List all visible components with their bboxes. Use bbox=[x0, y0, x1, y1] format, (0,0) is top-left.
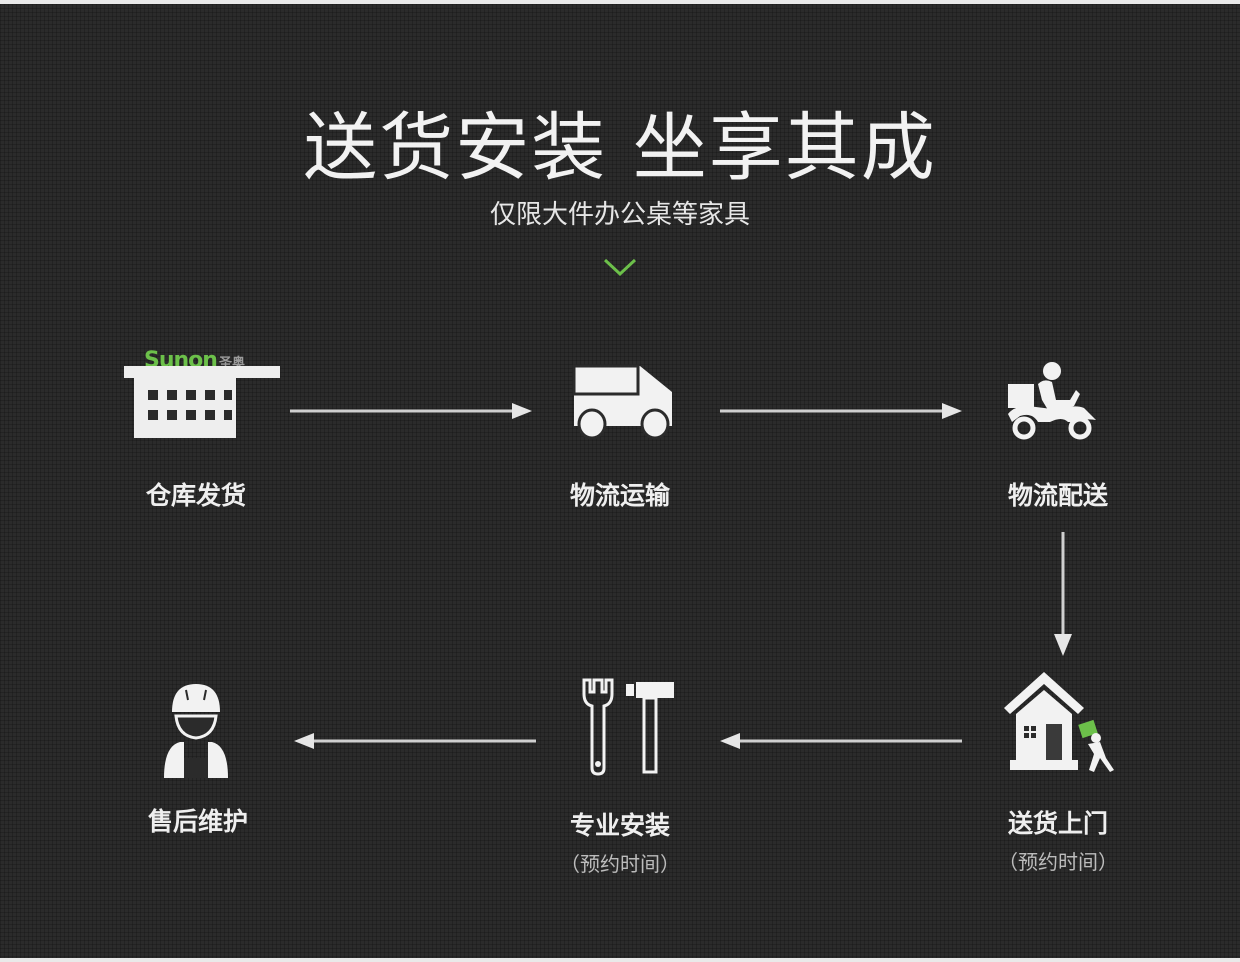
step-label: 送货上门 bbox=[1007, 809, 1108, 838]
step-label: 物流运输 bbox=[569, 481, 670, 510]
step-label: 物流配送 bbox=[1007, 481, 1108, 510]
arrow-right-icon bbox=[290, 403, 532, 419]
warehouse-icon bbox=[124, 366, 280, 438]
step-professional-installation: 专业安装 （预约时间） bbox=[520, 806, 720, 877]
arrow-left-icon bbox=[720, 733, 962, 749]
home-delivery-icon bbox=[1004, 672, 1114, 772]
step-label: 售后维护 bbox=[147, 807, 248, 836]
step-after-sales: 售后维护 bbox=[98, 802, 298, 838]
step-note: （预约时间） bbox=[560, 852, 680, 876]
truck-icon bbox=[572, 364, 672, 440]
arrow-right-icon bbox=[720, 403, 962, 419]
step-label: 专业安装 bbox=[569, 811, 670, 840]
chevron-down-icon bbox=[603, 258, 637, 277]
step-door-delivery: 送货上门 （预约时间） bbox=[958, 804, 1158, 875]
step-note: （预约时间） bbox=[998, 850, 1118, 874]
step-logistics-transport: 物流运输 bbox=[520, 476, 720, 512]
arrow-down-icon bbox=[1054, 532, 1072, 656]
page-title: 送货安装 坐享其成 bbox=[303, 105, 937, 191]
worker-icon bbox=[164, 684, 228, 778]
step-logistics-delivery: 物流配送 bbox=[958, 476, 1158, 512]
tools-icon bbox=[582, 678, 674, 776]
step-warehouse-dispatch: 仓库发货 bbox=[96, 476, 296, 512]
page-subtitle: 仅限大件办公桌等家具 bbox=[489, 200, 750, 230]
step-label: 仓库发货 bbox=[145, 481, 246, 510]
arrow-left-icon bbox=[294, 733, 536, 749]
delivery-scooter-icon bbox=[1008, 362, 1096, 440]
